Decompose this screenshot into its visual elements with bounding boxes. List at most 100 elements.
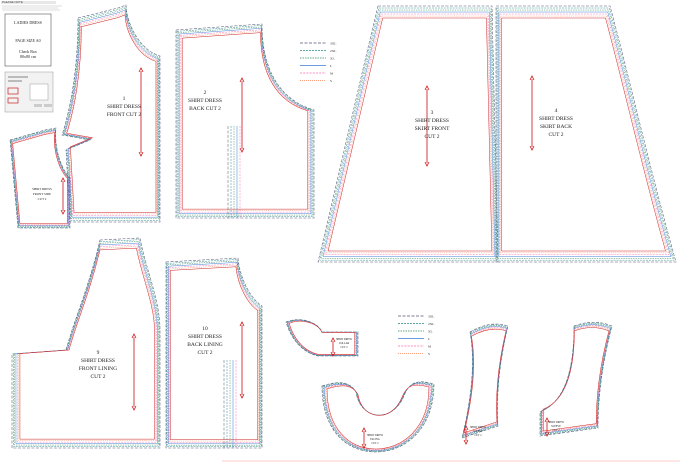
piece-3-grainline xyxy=(424,85,430,167)
svg-text:3: 3 xyxy=(431,110,434,116)
piece-3-label: 3 SHIRT DRESS SKIRT FRONT CUT 2 xyxy=(415,110,451,140)
size-outline xyxy=(167,260,261,446)
svg-text:SLEEVE: SLEEVE xyxy=(473,430,483,433)
cut-line xyxy=(170,266,259,440)
legend-label: 3XL xyxy=(428,314,434,318)
svg-text:SHIRT DRESS: SHIRT DRESS xyxy=(548,421,565,424)
check-box-label: Check Box xyxy=(19,49,37,54)
legend-label: 2XL xyxy=(330,49,336,53)
svg-text:SHIRT DRESS: SHIRT DRESS xyxy=(415,118,449,124)
size-outline xyxy=(165,257,263,449)
cut-line xyxy=(288,321,356,355)
svg-text:PLEASE NOTE: PLEASE NOTE xyxy=(2,0,23,4)
facing-grainline xyxy=(361,427,367,449)
cut-line xyxy=(543,327,610,432)
size-outline xyxy=(539,321,613,437)
size-outline xyxy=(15,242,158,444)
svg-text:SKIRT FRONT: SKIRT FRONT xyxy=(415,126,451,132)
size-outline xyxy=(498,11,672,257)
size-outline xyxy=(169,265,259,442)
size-outline xyxy=(500,15,668,254)
size-outline xyxy=(319,7,498,261)
page-size-label: PAGE SIZE A0 xyxy=(15,38,40,43)
sleeve-b-grainline xyxy=(544,417,550,437)
size-outline xyxy=(11,130,69,226)
piece-10-dart xyxy=(223,360,237,448)
piece-10-label: 10 SHIRT DRESS BACK LINING CUT 2 xyxy=(187,326,223,356)
size-outline xyxy=(18,246,156,441)
size-outline xyxy=(463,327,507,435)
piece-2-grainline xyxy=(239,77,245,153)
svg-text:CUT 2: CUT 2 xyxy=(38,197,47,201)
size-outline xyxy=(12,131,68,225)
size-outline xyxy=(495,5,677,263)
piece-3-skirt-front xyxy=(317,5,499,263)
size-outline xyxy=(288,320,356,355)
piece-9-grainline xyxy=(131,333,137,411)
cut-line xyxy=(463,328,507,434)
svg-text:FRONT SIDE: FRONT SIDE xyxy=(33,192,51,196)
piece-4-grainline xyxy=(529,75,535,151)
size-outline xyxy=(17,244,157,443)
piece-4-label: 4 SHIRT DRESS SKIRT BACK CUT 2 xyxy=(539,108,573,138)
size-outline xyxy=(14,241,159,446)
svg-text:SHIRT DRESS: SHIRT DRESS xyxy=(539,116,573,122)
size-outline xyxy=(317,5,499,263)
piece-4-skirt-back xyxy=(495,5,677,263)
svg-text:SHIRT DRESS: SHIRT DRESS xyxy=(32,187,52,191)
svg-text:CUT 2: CUT 2 xyxy=(424,134,439,140)
cut-line xyxy=(12,132,68,224)
piece-5-grainline xyxy=(60,177,66,215)
size-outline xyxy=(461,323,509,439)
size-outline xyxy=(64,11,158,216)
size-outline xyxy=(462,324,508,438)
size-outline xyxy=(497,9,673,259)
size-outline xyxy=(175,23,315,219)
size-outline xyxy=(63,7,159,220)
size-outline xyxy=(499,13,670,255)
size-outline xyxy=(287,320,357,356)
sleeve-a-grainline xyxy=(463,425,469,445)
pattern-title: LADIES DRESS xyxy=(14,20,42,25)
header-notes: PLEASE NOTE xyxy=(1,0,62,11)
svg-text:SKIRT BACK: SKIRT BACK xyxy=(540,124,572,130)
size-outline xyxy=(10,128,70,228)
svg-text:2: 2 xyxy=(204,90,207,96)
size-outline xyxy=(542,325,611,433)
size-outline xyxy=(10,129,70,227)
piece-5-label: SHIRT DRESS FRONT SIDE CUT 2 xyxy=(32,187,52,201)
svg-text:CUT 2: CUT 2 xyxy=(371,442,379,445)
size-outline xyxy=(462,325,508,437)
size-outline xyxy=(13,239,160,447)
svg-text:10: 10 xyxy=(202,326,208,332)
legend-label: M xyxy=(330,71,334,75)
cut-line xyxy=(501,17,666,252)
piece-2-back xyxy=(175,23,315,219)
piece-5-front-side xyxy=(9,127,71,229)
size-outline xyxy=(463,327,507,435)
title-box: LADIES DRESS PAGE SIZE A0 Check Box 80x8… xyxy=(4,13,52,67)
print-settings-thumbnail xyxy=(4,71,54,113)
check-box-size: 80x80 cm xyxy=(20,54,37,59)
svg-text:SHIRT DRESS: SHIRT DRESS xyxy=(336,338,353,341)
piece-9-label: 9 SHIRT DRESS FRONT LINING CUT 2 xyxy=(79,350,117,380)
pattern-pieces xyxy=(9,4,677,453)
size-outline xyxy=(9,127,71,229)
sleeve-b-label: SHIRT DRESS SLEEVE CUT 2 xyxy=(548,421,565,432)
size-outline xyxy=(176,25,314,217)
svg-text:CUT 2: CUT 2 xyxy=(90,374,105,380)
size-outline xyxy=(287,320,357,356)
piece-1-grainline xyxy=(138,67,144,157)
size-outline xyxy=(179,29,311,213)
size-outline xyxy=(177,26,313,216)
size-outline xyxy=(11,130,69,227)
cut-line xyxy=(181,32,309,210)
svg-text:CUT 2: CUT 2 xyxy=(197,350,212,356)
svg-text:4: 4 xyxy=(555,108,558,114)
cut-line xyxy=(66,14,157,213)
size-outline xyxy=(324,13,495,255)
svg-text:9: 9 xyxy=(97,350,100,356)
